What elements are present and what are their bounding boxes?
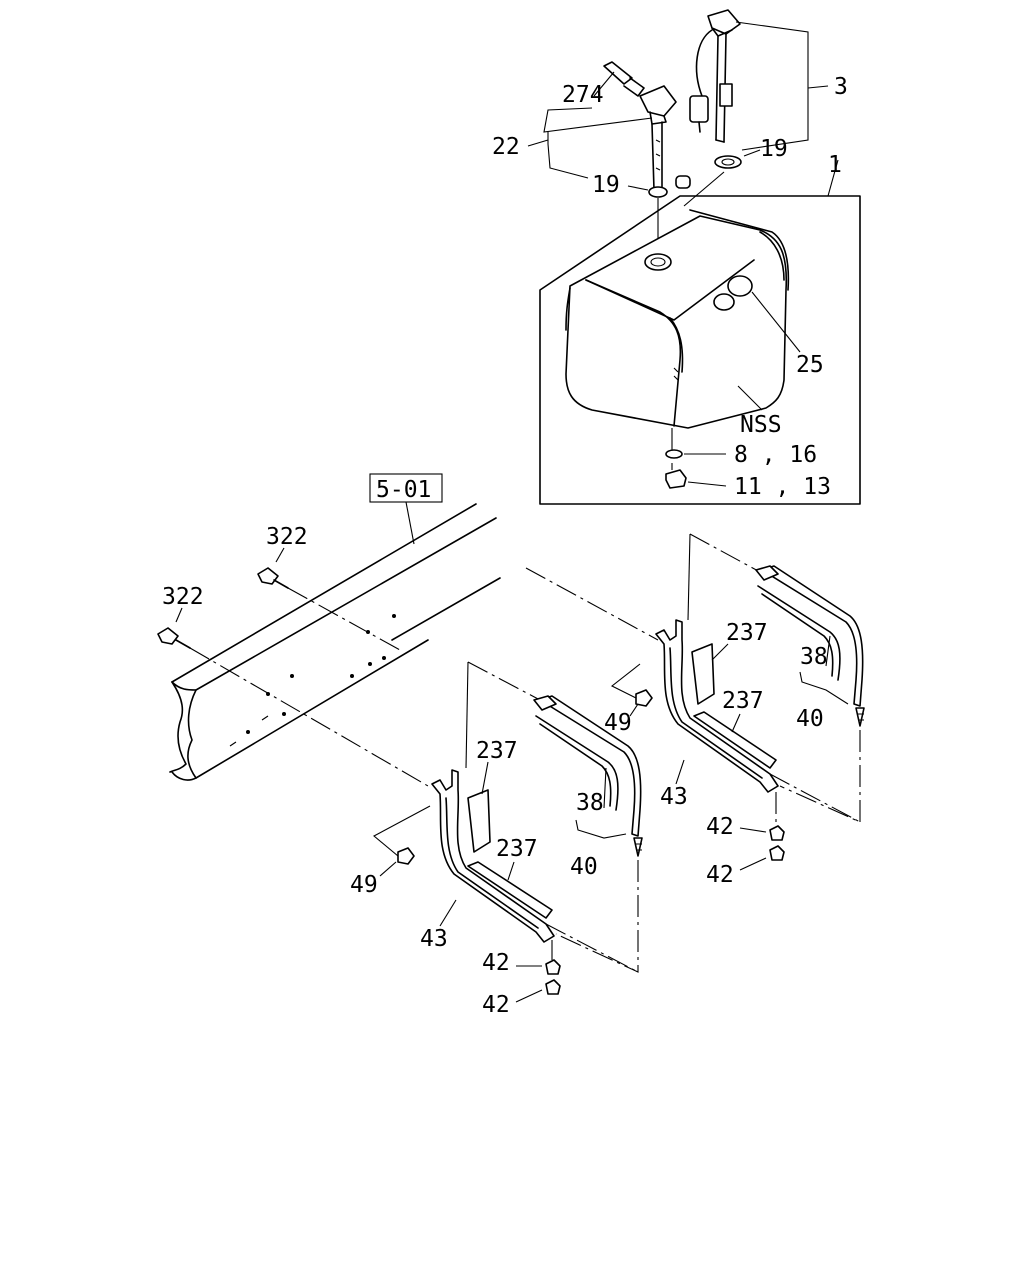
label-237-left-upper: 237 — [476, 738, 518, 764]
label-49-left: 49 — [350, 872, 378, 898]
washer-8-16 — [665, 449, 683, 459]
label-237-right-upper: 237 — [726, 620, 768, 646]
label-237-left-lower: 237 — [496, 836, 538, 862]
label-40-left: 40 — [570, 854, 598, 880]
label-322-upper: 322 — [266, 524, 308, 550]
nut-42-right-lower — [769, 845, 785, 861]
label-40-right: 40 — [796, 706, 824, 732]
nut-42-left-lower — [545, 979, 561, 995]
fuel-tank — [565, 209, 790, 429]
label-ref-5-01: 5-01 — [376, 477, 431, 503]
label-49-right: 49 — [604, 710, 632, 736]
label-274: 274 — [562, 82, 604, 108]
gauge-sender-unit — [689, 9, 741, 143]
bracket-assembly-right — [525, 533, 865, 823]
bracket-assembly-left — [373, 661, 643, 973]
label-19-left: 19 — [592, 172, 620, 198]
nut-42-right-upper — [769, 825, 785, 841]
label-42-left-lower: 42 — [482, 992, 510, 1018]
label-42-right-upper: 42 — [706, 814, 734, 840]
suction-pipe-unit — [603, 61, 691, 191]
label-19-right: 19 — [760, 136, 788, 162]
label-322-lower: 322 — [162, 584, 204, 610]
gasket-19-left — [648, 186, 668, 198]
label-38-right: 38 — [800, 644, 828, 670]
label-237-right-lower: 237 — [722, 688, 764, 714]
bracket-3 — [735, 21, 829, 151]
label-25: 25 — [796, 352, 824, 378]
label-38-left: 38 — [576, 790, 604, 816]
fuel-tank-box — [539, 159, 861, 505]
fuel-cap — [727, 275, 753, 297]
label-22: 22 — [492, 134, 520, 160]
nut-49-left — [397, 847, 415, 865]
label-43-right: 43 — [660, 784, 688, 810]
nut-49-right — [635, 689, 653, 707]
label-8-16: 8 , 16 — [734, 442, 817, 468]
chassis-frame — [169, 503, 501, 781]
label-nss: NSS — [740, 412, 782, 438]
label-1: 1 — [828, 152, 842, 178]
bolt-322-upper — [257, 567, 279, 585]
nut-42-left-upper — [545, 959, 561, 975]
gasket-19-right — [714, 155, 742, 169]
drain-plug-11-13 — [665, 469, 687, 489]
label-42-right-lower: 42 — [706, 862, 734, 888]
label-42-left-upper: 42 — [482, 950, 510, 976]
bolt-322-lower — [157, 627, 179, 645]
label-11-13: 11 , 13 — [734, 474, 831, 500]
label-43-left: 43 — [420, 926, 448, 952]
label-3: 3 — [834, 74, 848, 100]
